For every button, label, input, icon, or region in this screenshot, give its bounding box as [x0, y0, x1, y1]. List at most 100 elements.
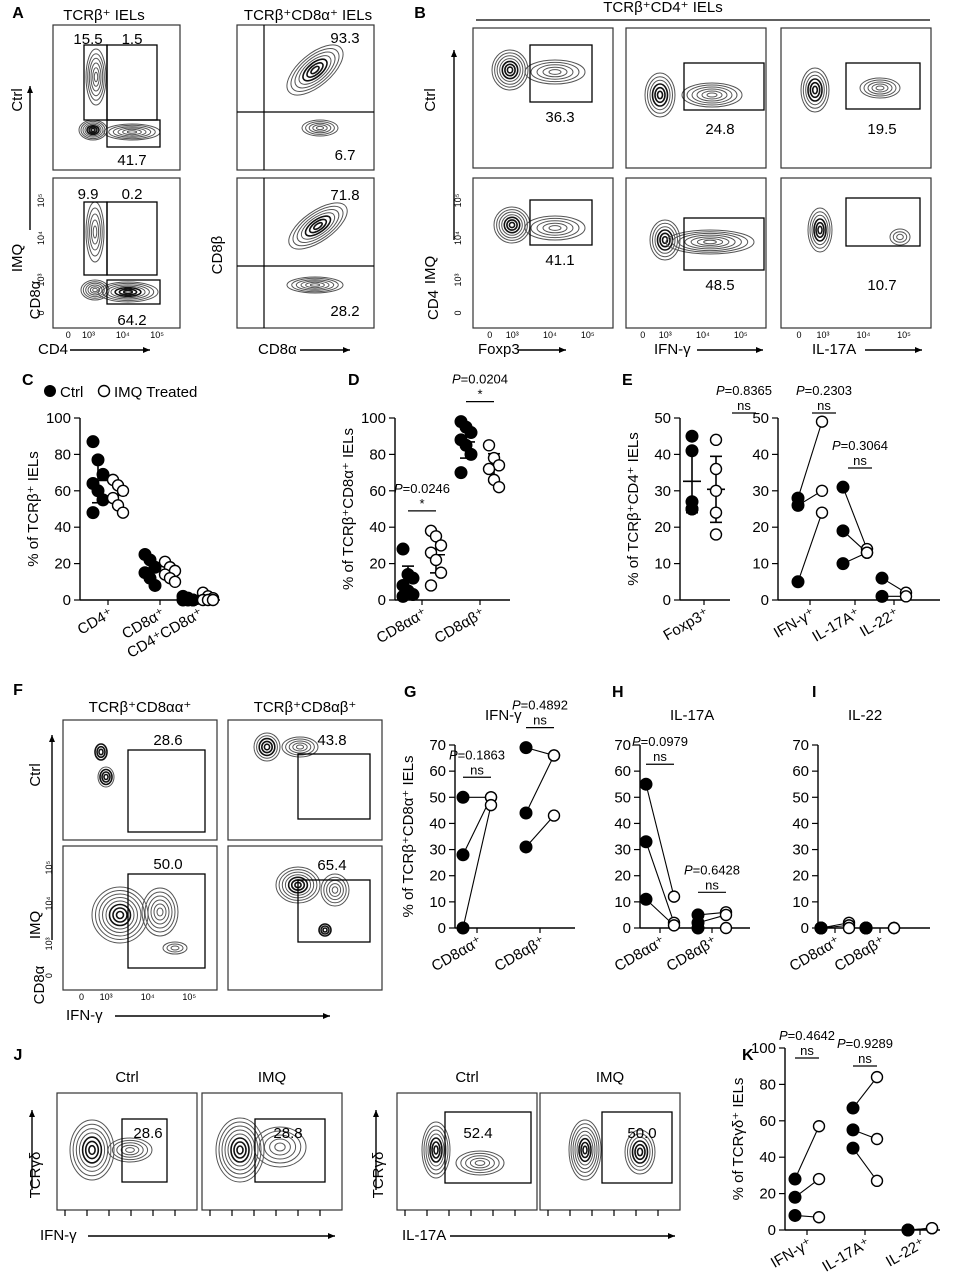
- contour-line: [162, 941, 188, 955]
- data-point-ctrl: [836, 557, 850, 571]
- p-value: P=0.4892: [512, 698, 568, 713]
- y-tick-label: 0: [761, 592, 769, 609]
- y-tick-label: 30: [792, 842, 809, 859]
- p-value: P=0.0979: [632, 734, 688, 749]
- gate-value: 24.8: [705, 121, 734, 138]
- contour-line: [423, 1125, 449, 1175]
- data-point-ctrl: [456, 921, 470, 935]
- contour-line: [111, 1139, 149, 1161]
- contour-line: [576, 1134, 594, 1166]
- y-tick-label: 30: [614, 842, 631, 859]
- y-axis-title: % of TCRβ⁺CD8α⁺ IELs: [340, 428, 357, 590]
- contour-line: [308, 122, 332, 134]
- y-tick-label: 100: [361, 410, 386, 427]
- contour-line: [87, 53, 105, 101]
- y-tick-label: 60: [429, 763, 446, 780]
- contour-line: [815, 221, 825, 239]
- y-tick-label: 60: [369, 483, 386, 500]
- panel-letter-c: C: [22, 372, 34, 389]
- sig-label: ns: [853, 453, 867, 468]
- data-point-imq: [812, 1211, 826, 1224]
- contour-line: [294, 51, 336, 89]
- x-tick-label: IFN-γ⁺: [771, 605, 818, 642]
- data-point-ctrl: [148, 578, 162, 592]
- data-point-imq: [547, 809, 561, 822]
- sig-label: ns: [653, 749, 667, 764]
- gate-value: 9.9: [78, 186, 99, 203]
- contour-line: [690, 236, 730, 248]
- p-value: P=0.8365: [716, 383, 772, 398]
- y-tick-label: 10: [429, 894, 446, 911]
- data-point-ctrl: [639, 777, 653, 791]
- tick-label: 10⁵: [44, 860, 54, 874]
- p-symbol: P: [452, 372, 461, 387]
- row-label-ctrl: Ctrl: [9, 88, 26, 111]
- flow-plot-frame: [52, 24, 181, 171]
- x-tick-label: IL-17A⁺: [819, 1235, 873, 1276]
- pair-line: [797, 421, 823, 499]
- contour-line: [508, 221, 516, 229]
- contour-line: [112, 907, 128, 923]
- contour-line: [536, 220, 574, 236]
- contour-line: [103, 773, 109, 781]
- gate-box: [601, 1111, 673, 1184]
- contour-line: [218, 1121, 262, 1179]
- x-tick-label: Foxp3⁺: [661, 605, 712, 645]
- contour-line: [491, 49, 529, 91]
- gate-value: 64.2: [117, 312, 146, 329]
- contour-line: [580, 1141, 590, 1159]
- y-tick-label: 10: [792, 894, 809, 911]
- gate-box: [297, 753, 371, 820]
- contour-line: [548, 225, 562, 231]
- sig-label: ns: [533, 713, 547, 728]
- gate-box: [127, 873, 206, 969]
- contour-line: [260, 740, 273, 754]
- contour-line: [817, 225, 823, 235]
- contour-line: [322, 927, 328, 933]
- contour-line: [253, 1126, 307, 1168]
- p-number: =0.4892: [521, 698, 568, 713]
- gate-value: 41.7: [117, 152, 146, 169]
- contour-line: [97, 281, 159, 303]
- panel-letter-g: G: [404, 684, 416, 701]
- contour-line: [703, 239, 717, 245]
- contour-line: [221, 1125, 259, 1175]
- panel-b-title: TCRβ⁺CD4⁺ IELs: [603, 0, 722, 16]
- contour-line: [305, 281, 325, 289]
- data-point-ctrl: [788, 1208, 802, 1222]
- y-tick-label: 30: [654, 483, 671, 500]
- contour-line: [501, 214, 523, 236]
- contour-line: [310, 65, 320, 75]
- plot-title: IL-22: [848, 707, 882, 724]
- contour-line: [421, 1121, 451, 1179]
- y-axis-title: % of TCRβ⁺CD4⁺ IELs: [625, 432, 642, 585]
- pair-line: [852, 1076, 878, 1109]
- pair-line: [462, 805, 492, 929]
- data-point-imq: [484, 798, 498, 812]
- contour-line: [629, 1136, 651, 1168]
- contour-line: [631, 1140, 649, 1164]
- tick-label: 10⁴: [543, 330, 557, 340]
- contour-line: [82, 122, 104, 138]
- data-point-imq: [887, 921, 901, 935]
- data-point-ctrl: [456, 848, 470, 862]
- contour-line: [72, 1123, 112, 1177]
- contour-line: [805, 74, 825, 106]
- contour-line: [101, 771, 111, 783]
- pair-line: [842, 486, 868, 550]
- y-tick-label: 40: [654, 446, 671, 463]
- data-point-imq: [815, 506, 829, 519]
- tick-label: 10⁵: [581, 330, 595, 340]
- y-tick-label: 100: [46, 410, 71, 427]
- data-point-ctrl: [396, 542, 410, 556]
- contour-line: [87, 284, 103, 296]
- data-point-imq: [870, 1132, 884, 1146]
- data-point-imq: [842, 921, 856, 935]
- tick-label: 10⁵: [182, 992, 196, 1002]
- contour-line: [292, 205, 344, 247]
- row-label-imq: IMQ: [422, 256, 439, 284]
- data-point-ctrl: [791, 575, 805, 589]
- pair-line: [525, 755, 555, 814]
